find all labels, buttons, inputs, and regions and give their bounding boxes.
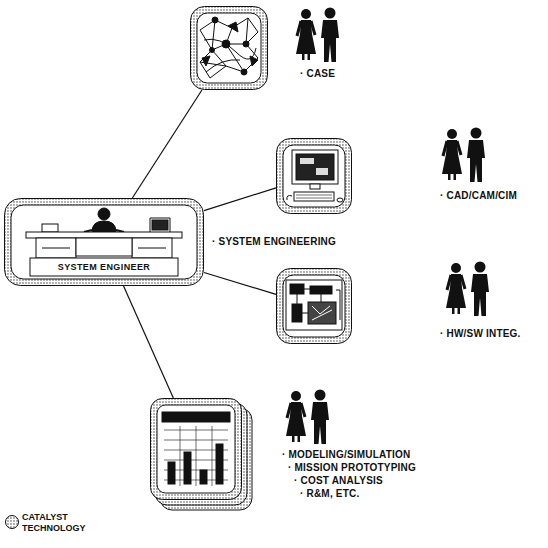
desk-art [26,208,182,276]
catalyst-border [151,399,242,500]
legend-text: CATALYST TECHNOLOGY [22,512,100,534]
computer-art [287,150,343,202]
connector-line [204,272,276,294]
people-icon [446,262,489,317]
catalyst-ring [276,138,352,214]
node-label: · COST ANALYSIS [294,475,383,487]
catalyst-border [277,139,352,214]
catalyst-border [5,199,204,286]
catalyst-border [191,7,268,90]
catalyst-border [277,269,352,344]
tool-label: · HW/SW INTEG. [440,328,521,340]
case-network-art [200,17,258,78]
people-icon [442,128,485,183]
circuit-board-art [286,280,342,330]
people-icon [296,8,339,63]
catalyst-box: · MODELING/SIMULATION· MISSION PROTOTYPI… [150,398,242,500]
engineer-box: SYSTEM ENGINEER· SYSTEM ENGINEERING [4,198,204,286]
catalyst-ring [190,6,268,90]
connector-line [204,188,276,211]
role-label: SYSTEM ENGINEER [56,261,153,273]
tool-label: · MODELING/SIMULATION [282,449,410,461]
legend: CATALYST TECHNOLOGY [4,512,100,538]
legend-sample [6,516,19,529]
legend-swatch [4,514,20,530]
role-caption: · SYSTEM ENGINEERING [212,236,336,248]
connector-line [124,286,174,398]
tool-label: · CASE [300,68,335,80]
catalyst-box: · CAD/CAM/CIM [276,138,352,214]
tool-label: · CAD/CAM/CIM [440,190,517,202]
connector-line [132,90,202,198]
catalyst-box: · HW/SW INTEG. [276,268,352,344]
people-icon [286,390,329,445]
catalyst-ring [276,268,352,344]
catalyst-ring [150,398,242,500]
node-label: · MISSION PROTOTYPING [288,462,416,474]
legend-item: CATALYST TECHNOLOGY [4,512,100,534]
node-label: · R&M, ETC. [300,488,359,500]
catalyst-box: · CASE [190,6,268,90]
